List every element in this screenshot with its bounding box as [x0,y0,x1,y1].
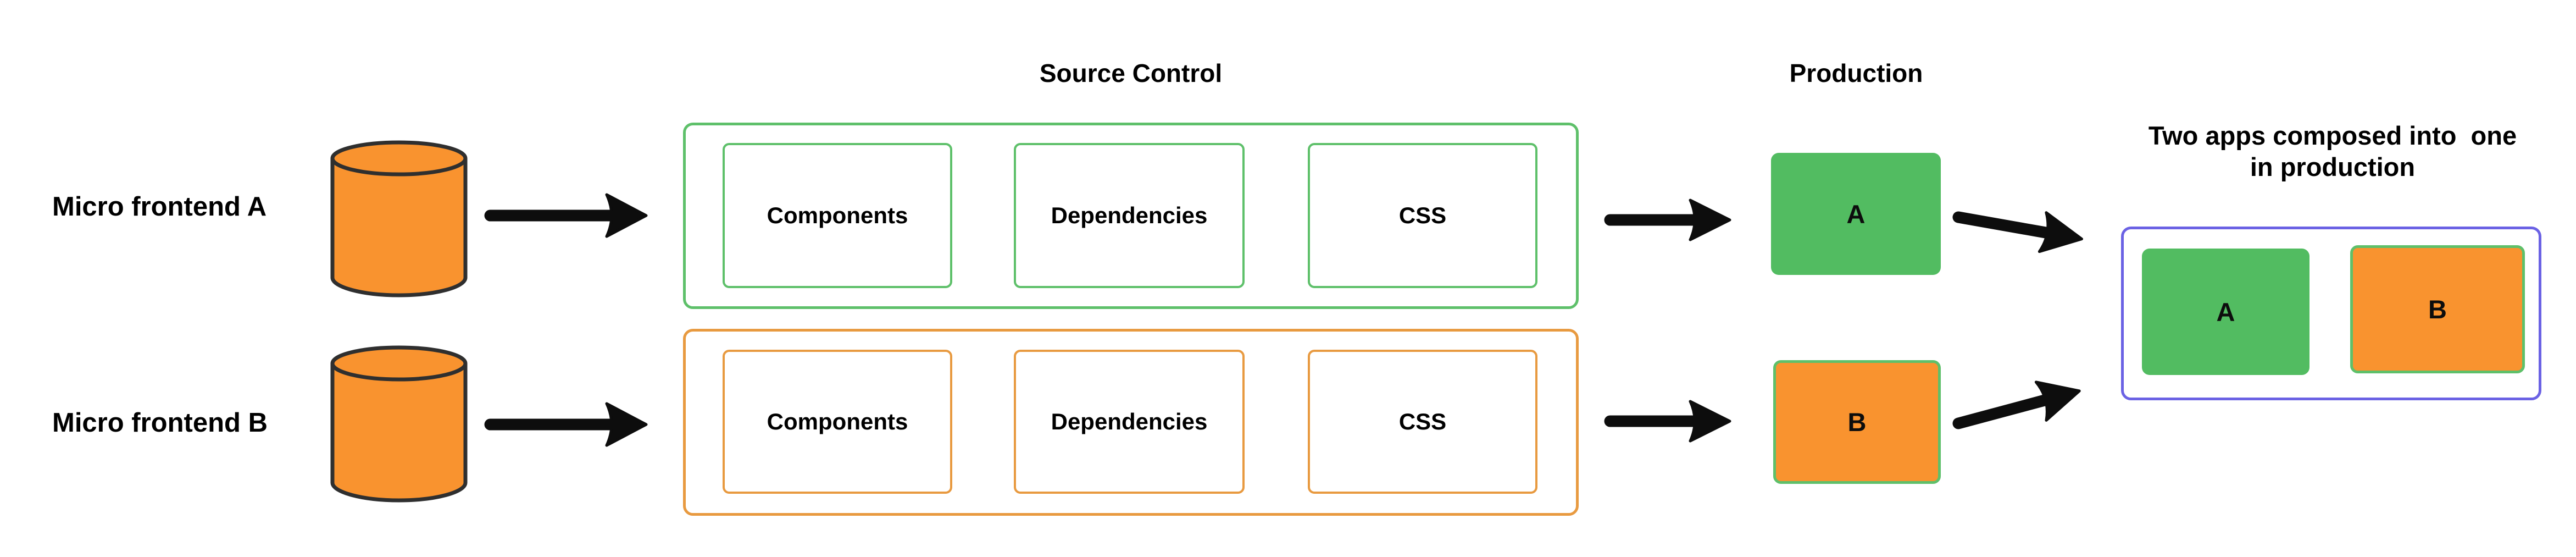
production-title: Production [1789,59,1923,87]
production-app-b-box: B [1773,360,1941,484]
database-cylinder-a-icon [330,140,468,297]
source-control-title: Source Control [1039,59,1223,87]
source-control-repo-b-container: Components Dependencies CSS [683,329,1579,516]
repo-b-components-box: Components [723,350,952,494]
database-cylinder-b-icon [330,345,468,503]
arrow-b-to-source-icon [484,402,648,447]
arrow-b-to-production-icon [1604,400,1731,443]
arrow-a-to-production-icon [1604,198,1731,241]
micro-frontend-a-label: Micro frontend A [52,192,267,222]
repo-b-css-box: CSS [1308,350,1537,494]
arrow-b-to-composed-icon [1952,380,2081,429]
source-control-repo-a-container: Components Dependencies CSS [683,123,1579,309]
repo-a-components-box: Components [723,143,952,288]
composed-caption: Two apps composed into one in production [2148,121,2517,181]
arrow-a-to-source-icon [484,193,648,238]
arrow-a-to-composed-icon [1952,211,2084,253]
repo-a-css-box: CSS [1308,143,1537,288]
composed-container: A B [2121,227,2541,400]
micro-frontend-b-label: Micro frontend B [52,408,268,438]
composed-app-b-box: B [2350,245,2525,373]
repo-a-dependencies-box: Dependencies [1014,143,1245,288]
composed-app-a-box: A [2142,249,2309,375]
production-app-a-box: A [1771,153,1941,275]
repo-b-dependencies-box: Dependencies [1014,350,1245,494]
